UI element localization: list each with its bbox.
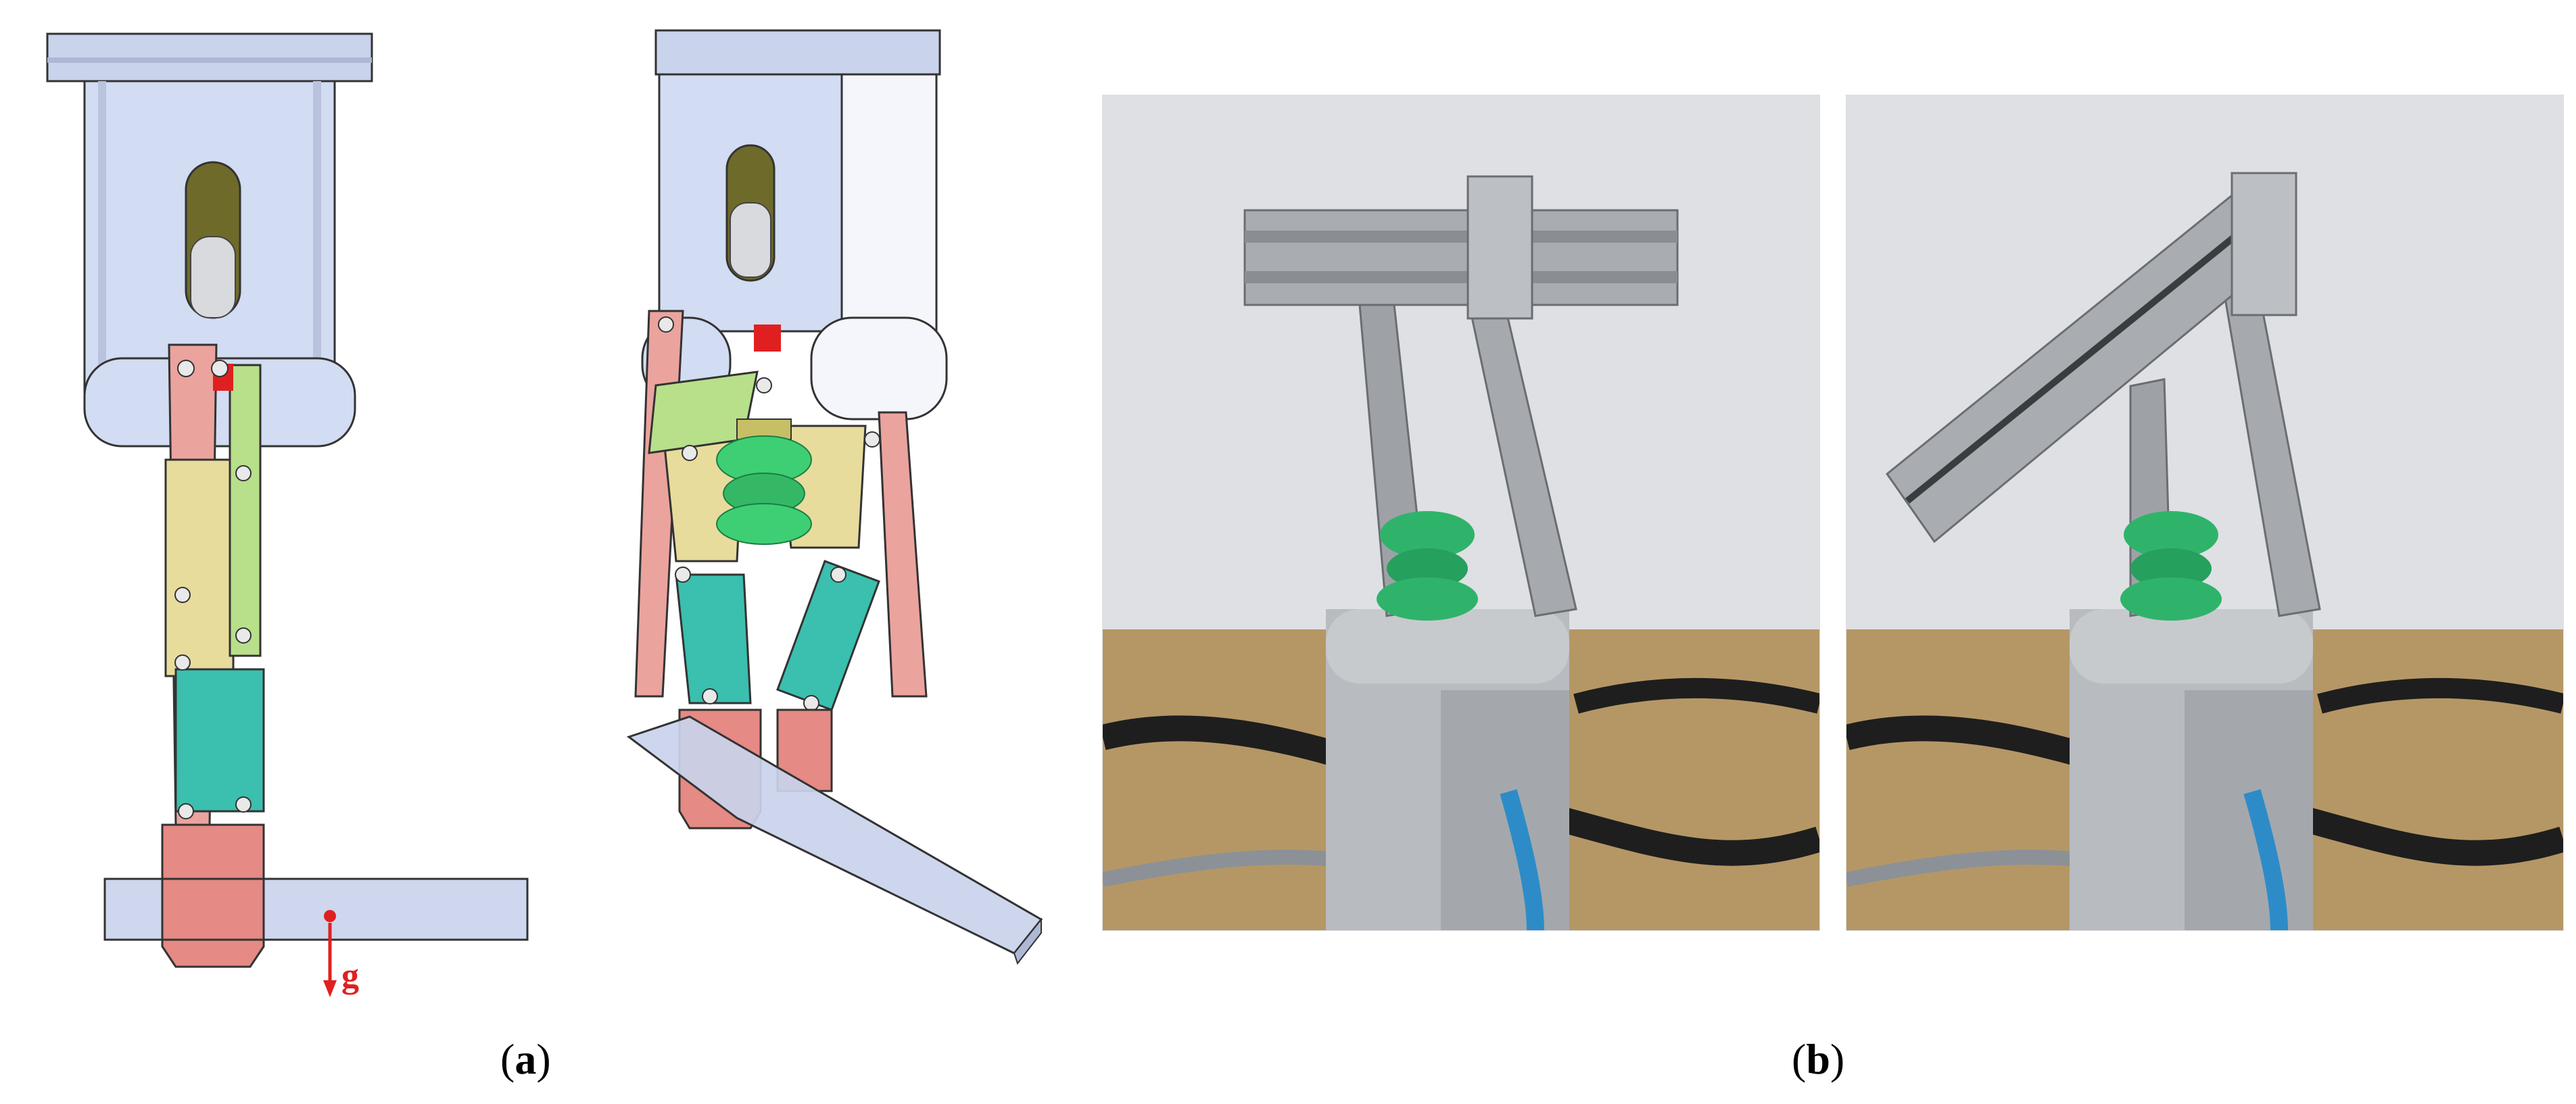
link-teal — [174, 668, 265, 813]
cad-iso-view — [609, 20, 1082, 980]
photo-profile-bar — [1243, 209, 1679, 306]
iso-red-block — [754, 325, 781, 352]
iso-object-bar — [626, 715, 1043, 955]
link-yellow — [164, 458, 235, 677]
iso-link-teal-left — [675, 573, 752, 704]
caption-b: (b) — [1792, 1035, 1845, 1083]
caption-b-letter: b — [1806, 1035, 1830, 1083]
slider-cylinder — [190, 236, 236, 318]
gravity-label: g — [341, 957, 359, 995]
photo-horizontal-drawing — [1103, 95, 1819, 930]
iso-fingertip-right — [776, 709, 833, 792]
photo-clamp — [1466, 175, 1533, 320]
photo-gripper-tilted — [1846, 95, 2564, 931]
iso-flange-top — [654, 29, 941, 76]
cad-front-view: g — [41, 27, 554, 1001]
cad-front-view-drawing: g — [46, 32, 529, 997]
iso-housing-side — [840, 73, 938, 333]
center-of-mass-dot — [324, 910, 336, 922]
caption-a-letter: a — [515, 1035, 537, 1083]
photo-tilted-clamp — [2231, 172, 2297, 316]
photo-suction-cup — [1377, 511, 1478, 621]
roller-cylinder — [83, 357, 356, 448]
iso-link-salmon-right — [878, 411, 928, 698]
caption-a: (a) — [500, 1035, 551, 1083]
photo-tilted-drawing — [1846, 95, 2563, 930]
iso-roller-right — [810, 316, 948, 421]
cad-iso-view-drawing — [626, 29, 1043, 965]
link-green — [229, 364, 262, 657]
photo-gripper-horizontal — [1102, 95, 1820, 931]
iso-suction-cup — [716, 418, 812, 545]
iso-link-teal-right — [776, 560, 880, 711]
photo-tilted-suction-cup — [2120, 511, 2222, 621]
